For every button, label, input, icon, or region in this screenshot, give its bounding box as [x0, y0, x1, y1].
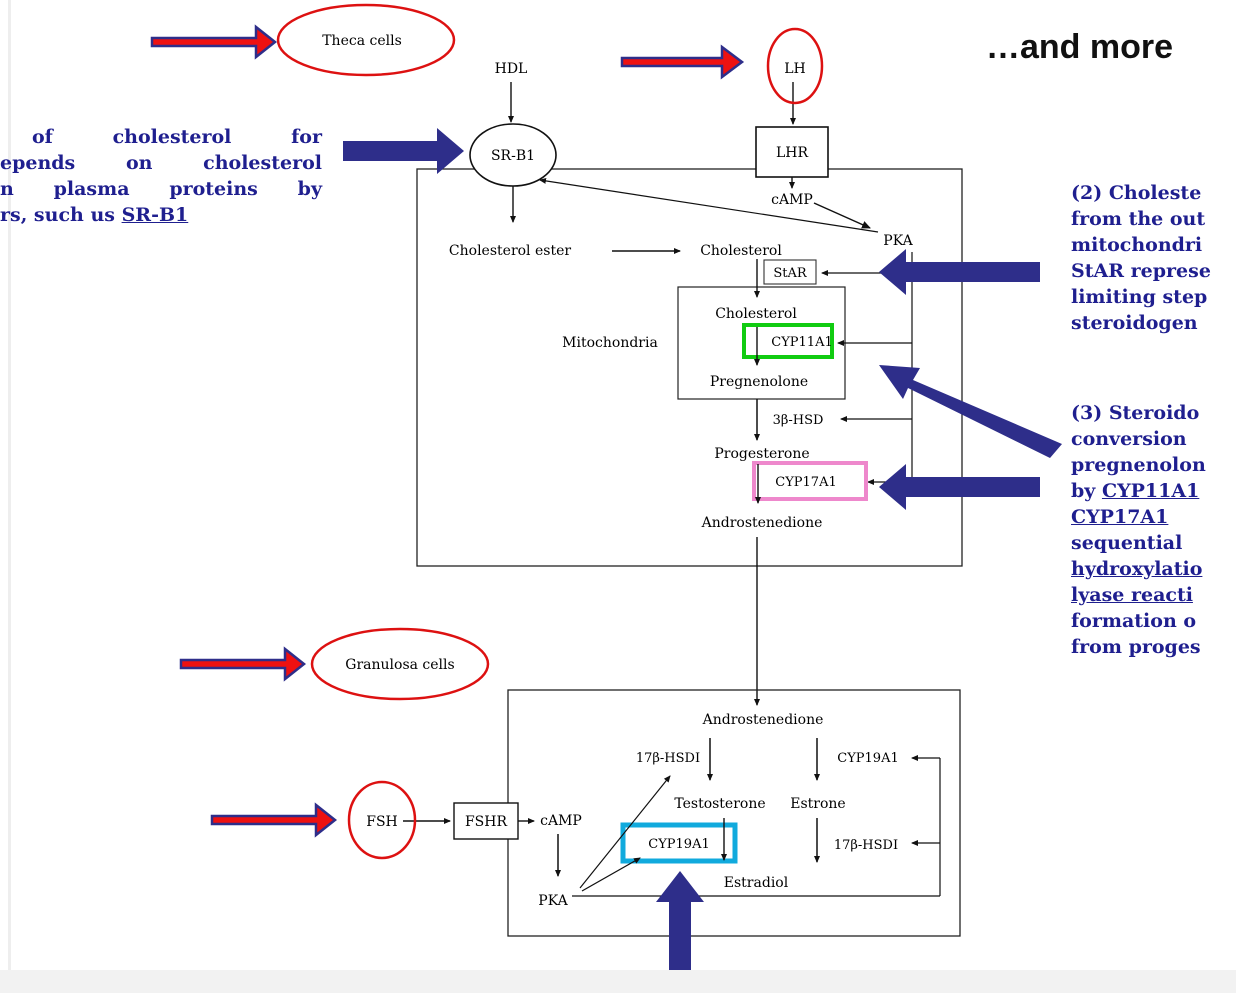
right-note-3-formation: formation o [1071, 610, 1197, 632]
theca-cells-label: Theca cells [322, 33, 402, 49]
progesterone-label: Progesterone [714, 446, 809, 462]
estrone-label: Estrone [790, 796, 845, 812]
granulosa-cells-label: Granulosa cells [345, 657, 454, 673]
lh-circle [766, 27, 824, 105]
camp-pka-arrow [813, 202, 871, 229]
pka-top-label: PKA [883, 233, 913, 249]
pregnenolone-label: Pregnenolone [710, 374, 808, 390]
right-note-2-line-4: StAR represe [1071, 260, 1211, 282]
hsd17b-right-label: 17β-HSDI [834, 838, 898, 853]
right-note-3-line-1: (3) Steroido [1071, 402, 1200, 424]
fshr-label: FSHR [465, 814, 508, 830]
red-arrow-fsh [210, 802, 338, 838]
mitochondria-label: Mitochondria [562, 335, 658, 351]
right-note-3-from: from proges [1071, 636, 1201, 658]
sr-b1-label: SR-B1 [491, 148, 535, 164]
androstenedione-gran-label: Androstenedione [702, 712, 824, 728]
navy-arrow-srb1 [343, 128, 464, 174]
fsh-label: FSH [366, 814, 398, 830]
pka-bottom-label: PKA [538, 893, 568, 909]
cholesterol-cyto-label: Cholesterol [700, 243, 782, 259]
right-note-2: (2) Choleste from the out mitochondri St… [1071, 180, 1211, 336]
hsd17b-left-label: 17β-HSDI [636, 751, 700, 766]
theca-cell-box [416, 168, 963, 567]
camp-top-label: cAMP [771, 192, 813, 208]
footer-bar [0, 970, 1236, 993]
navy-arrow-cyp11a1 [879, 365, 1062, 458]
testosterone-label: Testosterone [674, 796, 765, 812]
left-note-line-3: n plasma proteins by [0, 178, 322, 200]
pka-cyp19a1-box-arrow [581, 857, 641, 892]
lh-label: LH [784, 61, 806, 77]
right-note-3-line-3: pregnenolon [1071, 454, 1206, 476]
left-note-srb1-link: SR-B1 [121, 204, 189, 226]
red-arrow-granulosa [179, 646, 307, 682]
right-note-3-by: by [1071, 480, 1102, 502]
left-note-line-2: epends on cholesterol [0, 152, 322, 174]
right-note-3-line-4: by CYP11A1 [1071, 478, 1206, 504]
cyp19a1-highlight-box [620, 822, 738, 864]
right-note-2-line-1: (2) Choleste [1071, 182, 1202, 204]
navy-arrow-cyp17a1 [879, 464, 1040, 510]
right-note-3-cyp11a1-link: CYP11A1 [1101, 480, 1200, 502]
right-note-2-line-6: steroidogen [1071, 312, 1198, 334]
right-note-2-line-3: mitochondri [1071, 234, 1203, 256]
left-note: of cholesterol for epends on cholesterol… [0, 124, 322, 228]
cyp17a1-label: CYP17A1 [775, 475, 836, 490]
fshr-box [453, 802, 519, 840]
granulosa-cells-circle [310, 627, 490, 701]
right-note-3-lyase-link: lyase reacti [1071, 584, 1193, 606]
right-note-3-sequential: sequential [1071, 532, 1183, 554]
cholesterol-mito-label: Cholesterol [715, 306, 797, 322]
cyp11a1-highlight-box [742, 323, 834, 359]
navy-arrow-cyp19a1 [656, 871, 704, 993]
star-label: StAR [773, 266, 808, 281]
headline: …and more [986, 28, 1174, 66]
right-note-3-cyp17a1-link: CYP17A1 [1071, 506, 1169, 528]
theca-cells-circle [276, 3, 456, 77]
left-note-line-1: of cholesterol for [32, 126, 322, 148]
right-note-3-line-2: conversion [1071, 428, 1187, 450]
cyp17a1-highlight-box [752, 461, 868, 501]
lhr-label: LHR [776, 145, 809, 161]
cyp11a1-label: CYP11A1 [771, 335, 832, 350]
estradiol-label: Estradiol [724, 875, 789, 891]
lhr-box [755, 126, 829, 178]
red-arrow-lh [620, 44, 745, 80]
hdl-label: HDL [495, 61, 528, 77]
cholesterol-ester-label: Cholesterol ester [449, 243, 571, 259]
red-arrow-theca [150, 24, 278, 60]
cyp19a1-right-label: CYP19A1 [837, 751, 898, 766]
cyp19a1-box-label: CYP19A1 [648, 837, 709, 852]
right-note-2-line-2: from the out [1071, 208, 1206, 230]
pka-srb1-arrow [539, 177, 879, 233]
right-note-2-line-5: limiting step [1071, 286, 1208, 308]
left-note-line-4-text: rs, such us [0, 204, 122, 226]
left-note-line-4: rs, such us SR-B1 [0, 202, 322, 228]
pka-hsd17b-left-arrow [579, 775, 671, 889]
navy-arrow-star [879, 249, 1040, 295]
camp-bottom-label: cAMP [540, 813, 582, 829]
right-note-3: (3) Steroido conversion pregnenolon by C… [1071, 400, 1206, 660]
right-note-3-hydroxylation-link: hydroxylatio [1071, 558, 1203, 580]
androstenedione-theca-label: Androstenedione [701, 515, 823, 531]
star-box [763, 259, 817, 285]
hsd3b-label: 3β-HSD [773, 413, 824, 428]
fsh-circle [347, 780, 417, 860]
frame-edge [8, 0, 11, 970]
